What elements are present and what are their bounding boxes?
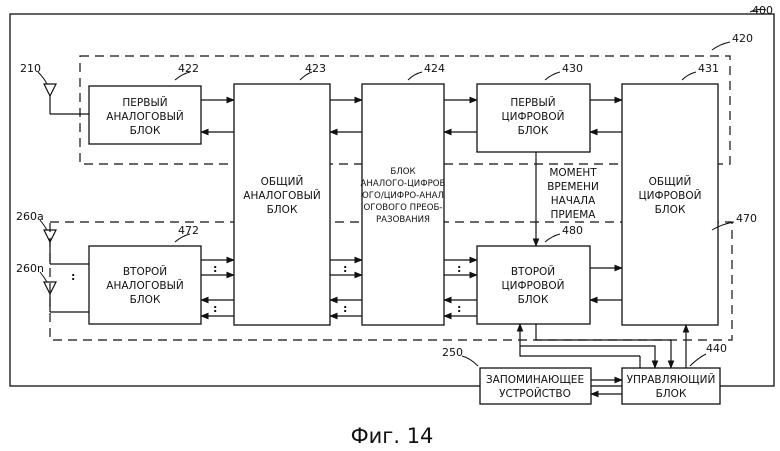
figure-caption: Фиг. 14 [351, 424, 434, 448]
svg-text:ВТОРОЙ: ВТОРОЙ [123, 265, 167, 278]
svg-text:430: 430 [562, 62, 583, 75]
svg-text:420: 420 [732, 32, 753, 45]
antenna-ellipsis: : [71, 270, 75, 283]
svg-text:ЗАПОМИНАЮЩЕЕ: ЗАПОМИНАЮЩЕЕ [486, 374, 584, 386]
svg-text:БЛОК: БЛОК [518, 294, 549, 306]
svg-text:РАЗОВАНИЯ: РАЗОВАНИЯ [376, 215, 430, 225]
svg-text:ОБЩИЙ: ОБЩИЙ [261, 175, 304, 188]
svg-text:260n: 260n [16, 262, 44, 275]
svg-text:ОГОВОГО ПРЕОБ-: ОГОВОГО ПРЕОБ- [363, 203, 442, 213]
svg-text:422: 422 [178, 62, 199, 75]
svg-text::: : [213, 302, 217, 315]
svg-text:400: 400 [752, 4, 773, 17]
svg-text:АНАЛОГОВЫЙ: АНАЛОГОВЫЙ [106, 110, 183, 123]
svg-text:472: 472 [178, 224, 199, 237]
svg-text::: : [457, 302, 461, 315]
svg-text:БЛОК: БЛОК [130, 294, 161, 306]
svg-text:БЛОК: БЛОК [655, 204, 686, 216]
svg-text:БЛОК: БЛОК [390, 167, 415, 177]
antenna-260a-icon [44, 230, 89, 264]
antenna-260n-icon [44, 282, 89, 312]
svg-text:250: 250 [442, 346, 463, 359]
svg-text:ПРИЕМА: ПРИЕМА [551, 209, 597, 221]
svg-text::: : [343, 302, 347, 315]
svg-text::: : [213, 262, 217, 275]
reception-start-label: МОМЕНТ ВРЕМЕНИ НАЧАЛА ПРИЕМА [547, 167, 599, 221]
svg-text:УСТРОЙСТВО: УСТРОЙСТВО [499, 387, 571, 400]
svg-text:АНАЛОГОВЫЙ: АНАЛОГОВЫЙ [106, 279, 183, 292]
svg-text:480: 480 [562, 224, 583, 237]
svg-text:БЛОК: БЛОК [656, 388, 687, 400]
svg-text:БЛОК: БЛОК [518, 125, 549, 137]
svg-text:ПЕРВЫЙ: ПЕРВЫЙ [122, 96, 167, 109]
svg-text:260a: 260a [16, 210, 44, 223]
svg-text:МОМЕНТ: МОМЕНТ [549, 167, 597, 179]
svg-text:ОБЩИЙ: ОБЩИЙ [649, 175, 692, 188]
svg-text:ЦИФРОВОЙ: ЦИФРОВОЙ [639, 189, 702, 202]
svg-text:ОГО/ЦИФРО-АНАЛ: ОГО/ЦИФРО-АНАЛ [362, 191, 444, 201]
svg-text:424: 424 [424, 62, 445, 75]
svg-text:ЦИФРОВОЙ: ЦИФРОВОЙ [502, 110, 565, 123]
svg-text:ВРЕМЕНИ: ВРЕМЕНИ [547, 181, 599, 193]
svg-text:НАЧАЛА: НАЧАЛА [551, 195, 596, 207]
svg-text:УПРАВЛЯЮЩИЙ: УПРАВЛЯЮЩИЙ [627, 373, 716, 386]
svg-text:470: 470 [736, 212, 757, 225]
svg-text::: : [457, 262, 461, 275]
svg-text:431: 431 [698, 62, 719, 75]
svg-text:АНАЛОГО-ЦИФРОВ: АНАЛОГО-ЦИФРОВ [361, 179, 446, 189]
svg-text:ПЕРВЫЙ: ПЕРВЫЙ [510, 96, 555, 109]
svg-text:210: 210 [20, 62, 41, 75]
svg-text:ЦИФРОВОЙ: ЦИФРОВОЙ [502, 279, 565, 292]
svg-text:440: 440 [706, 342, 727, 355]
svg-text:БЛОК: БЛОК [130, 125, 161, 137]
antenna-210-icon [44, 84, 89, 114]
svg-text:423: 423 [305, 62, 326, 75]
svg-text:ВТОРОЙ: ВТОРОЙ [511, 265, 555, 278]
svg-text:БЛОК: БЛОК [267, 204, 298, 216]
svg-text:АНАЛОГОВЫЙ: АНАЛОГОВЫЙ [243, 189, 320, 202]
svg-text::: : [343, 262, 347, 275]
